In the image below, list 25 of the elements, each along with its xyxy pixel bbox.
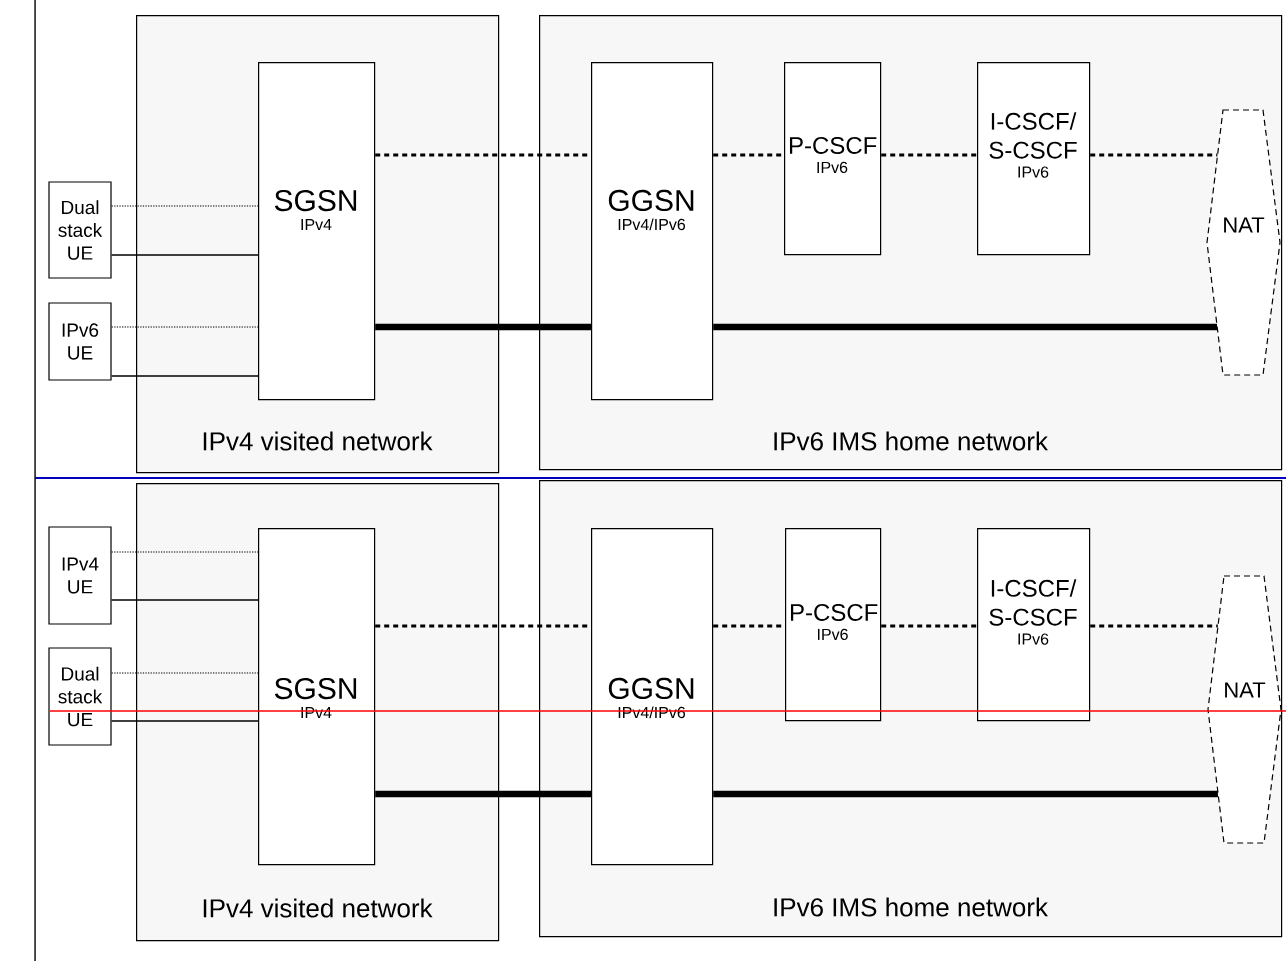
connection-line (881, 624, 977, 628)
connection-line (111, 672, 259, 674)
connection-line (111, 326, 259, 328)
device-box: Dual stack UE (48, 647, 112, 746)
connection-line (110, 720, 259, 722)
connection-line (1090, 153, 1218, 157)
connection-line (713, 153, 784, 157)
nat-hexagon: NAT (1207, 575, 1282, 844)
network-element-box: P-CSCF IPv6 (784, 62, 882, 256)
network-element-box: SGSN IPv4 (258, 62, 376, 401)
network-element-box: P-CSCF IPv6 (785, 528, 882, 722)
nat-hexagon: NAT (1206, 109, 1281, 376)
connection-line (110, 254, 259, 256)
network-element-box: GGSN IPv4/IPv6 (591, 62, 714, 401)
connection-line (110, 599, 259, 601)
connection-line (110, 375, 259, 377)
network-element-box: I-CSCF/ S-CSCF IPv6 (977, 528, 1091, 722)
connection-line (1090, 624, 1218, 628)
connection-line (111, 205, 259, 207)
network-element-box: I-CSCF/ S-CSCF IPv6 (977, 62, 1091, 256)
connection-line (111, 551, 259, 553)
device-box: Dual stack UE (48, 181, 112, 279)
connection-line (881, 153, 977, 157)
device-box: IPv6 UE (48, 302, 112, 381)
device-box: IPv4 UE (48, 526, 112, 625)
